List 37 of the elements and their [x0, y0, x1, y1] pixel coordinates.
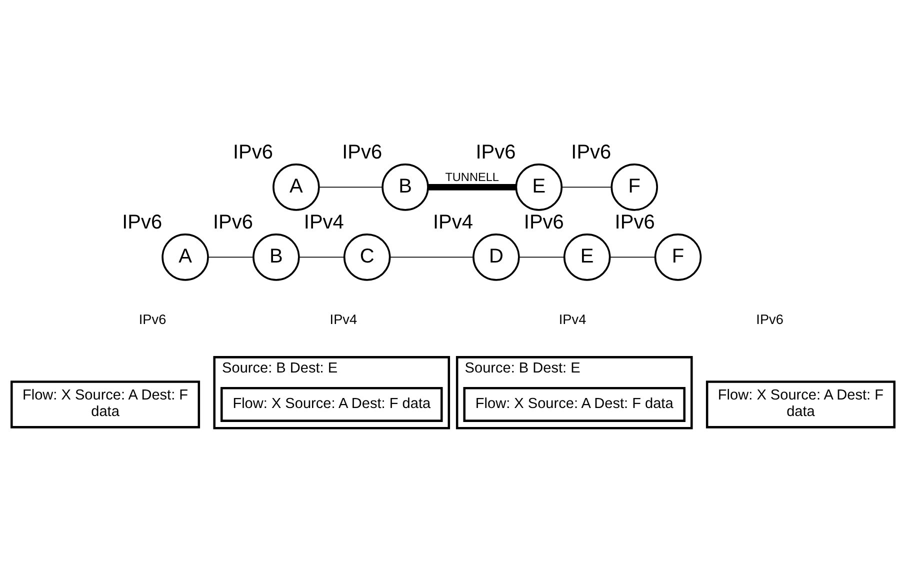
node-circle: D [472, 234, 520, 281]
node-circle: A [272, 164, 320, 211]
connector [208, 256, 254, 258]
node-label: IPv6 [614, 212, 655, 234]
node-circle: F [610, 164, 658, 211]
node-circle: A [162, 234, 209, 281]
edge-label: TUNNELL [445, 170, 499, 184]
connector [610, 256, 656, 258]
label: IPv6 [138, 312, 166, 327]
node-box: Flow: X Source: A Dest: F data [706, 380, 896, 428]
node-label: IPv4 [304, 212, 344, 234]
connector [518, 256, 565, 258]
node-box: Flow: X Source: A Dest: F data [10, 380, 200, 428]
node-label: IPv6 [122, 212, 162, 234]
node-label: IPv6 [476, 142, 516, 164]
connector [428, 184, 516, 190]
label: IPv4 [558, 312, 586, 327]
node-label: IPv6 [571, 142, 612, 164]
node-circle: B [382, 164, 429, 211]
label: IPv4 [330, 312, 358, 327]
node-label: IPv4 [432, 212, 474, 234]
node-label: IPv6 [232, 142, 274, 164]
node-label: IPv6 [342, 142, 382, 164]
node-circle: E [563, 234, 611, 281]
connector [561, 186, 612, 188]
label: IPv6 [756, 312, 784, 327]
connector [390, 256, 474, 258]
node-circle: B [252, 234, 300, 281]
node-circle: C [343, 234, 391, 281]
node-box: Flow: X Source: A Dest: F data [463, 386, 686, 422]
node-circle: F [654, 234, 702, 281]
node-label: IPv6 [524, 212, 564, 234]
node-box: Flow: X Source: A Dest: F data [220, 386, 443, 422]
node-circle: E [515, 164, 563, 211]
connector [298, 256, 345, 258]
node-label: IPv6 [212, 212, 254, 234]
connector [318, 186, 383, 188]
